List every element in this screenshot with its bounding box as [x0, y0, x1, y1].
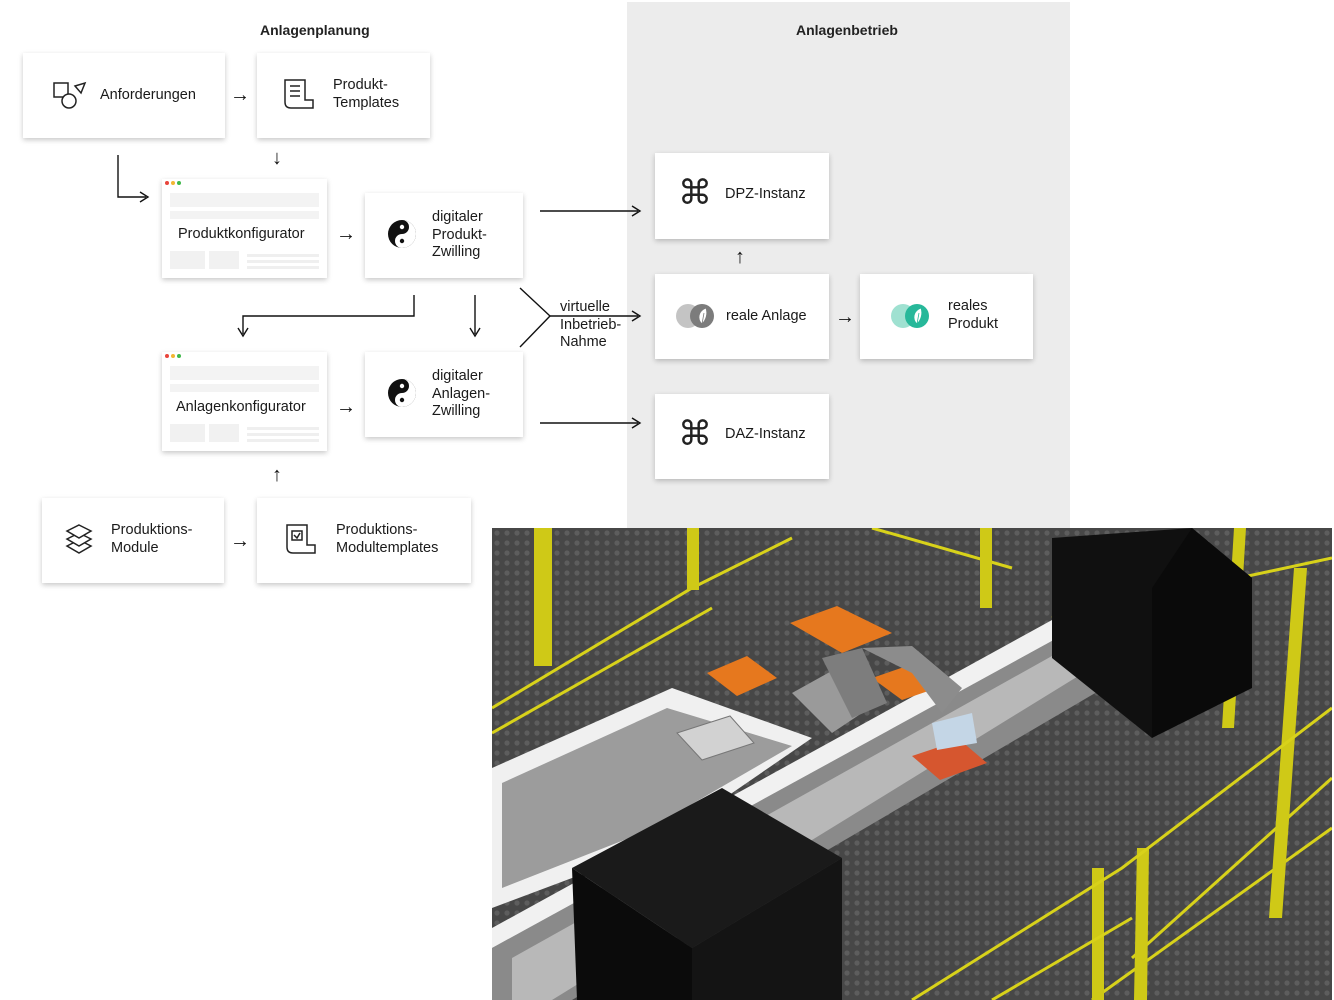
mock-block [170, 251, 205, 269]
real-product-box[interactable]: reales Produkt [860, 274, 1033, 359]
mock-block [170, 424, 205, 442]
requirements-box[interactable]: Anforderungen [23, 53, 225, 138]
digital-plant-twin-label: digitaler Anlagen- Zwilling [432, 368, 491, 419]
layers-icon [65, 524, 93, 554]
template-icon [286, 524, 316, 554]
arrow-right-icon: → [230, 84, 250, 106]
product-templates-box[interactable]: Produkt- Templates [257, 53, 430, 138]
product-templates-label: Produkt- Templates [333, 77, 400, 111]
arrow-down-icon: ↓ [272, 147, 282, 169]
yin-yang-icon [388, 379, 416, 407]
production-modules-label: Produktions- Module [111, 522, 193, 556]
production-module-templates-label: Produktions- Modultemplates [336, 522, 439, 556]
arrow-right-icon: → [336, 396, 356, 418]
plant-configurator-label: Anlagenkonfigurator [174, 399, 308, 417]
digital-plant-twin-box[interactable]: digitaler Anlagen- Zwilling [365, 352, 523, 437]
document-icon [284, 79, 314, 109]
product-configurator-box[interactable]: Produktkonfigurator [162, 179, 327, 278]
virtual-commissioning-label: virtuelle Inbetrieb- Nahme [560, 299, 622, 350]
mock-bar [170, 366, 319, 380]
shapes-icon [53, 81, 87, 109]
digital-product-twin-label: digitaler Produkt- Zwilling [432, 209, 487, 260]
requirements-label: Anforderungen [100, 87, 196, 103]
planning-heading: Anlagenplanung [260, 22, 370, 38]
leaf-twin-icon [891, 304, 929, 328]
command-icon: ⌘ [678, 174, 712, 212]
real-plant-label: reale Anlage [726, 308, 807, 324]
digital-product-twin-box[interactable]: digitaler Produkt- Zwilling [365, 193, 523, 278]
dpz-instance-label: DPZ-Instanz [725, 186, 806, 202]
mock-bar [170, 193, 319, 207]
arrow-right-icon: → [230, 530, 250, 552]
daz-instance-label: DAZ-Instanz [725, 426, 806, 442]
command-icon: ⌘ [678, 415, 712, 453]
production-module-templates-box[interactable]: Produktions- Modultemplates [257, 498, 471, 583]
arrow-right-icon: → [336, 223, 356, 245]
mock-block [209, 424, 239, 442]
mock-bar [170, 211, 319, 219]
arrow-up-icon: ↑ [735, 246, 745, 268]
arrow-right-icon: → [835, 306, 855, 328]
production-modules-box[interactable]: Produktions- Module [42, 498, 224, 583]
dpz-instance-box[interactable]: ⌘ DPZ-Instanz [655, 153, 829, 239]
arrow-up-icon: ↑ [272, 464, 282, 486]
plant-configurator-box[interactable]: Anlagenkonfigurator [162, 352, 327, 451]
operation-heading: Anlagenbetrieb [796, 22, 898, 38]
daz-instance-box[interactable]: ⌘ DAZ-Instanz [655, 394, 829, 479]
mock-block [209, 251, 239, 269]
mock-lines [247, 424, 319, 442]
yin-yang-icon [388, 220, 416, 248]
mock-bar [170, 384, 319, 392]
plant-scene-image [492, 528, 1332, 1000]
mock-lines [247, 251, 319, 269]
product-configurator-label: Produktkonfigurator [176, 226, 307, 244]
real-product-label: reales Produkt [948, 298, 998, 332]
real-plant-box[interactable]: reale Anlage [655, 274, 829, 359]
leaf-twin-icon [676, 304, 714, 328]
plant-3d-render [492, 528, 1332, 1000]
